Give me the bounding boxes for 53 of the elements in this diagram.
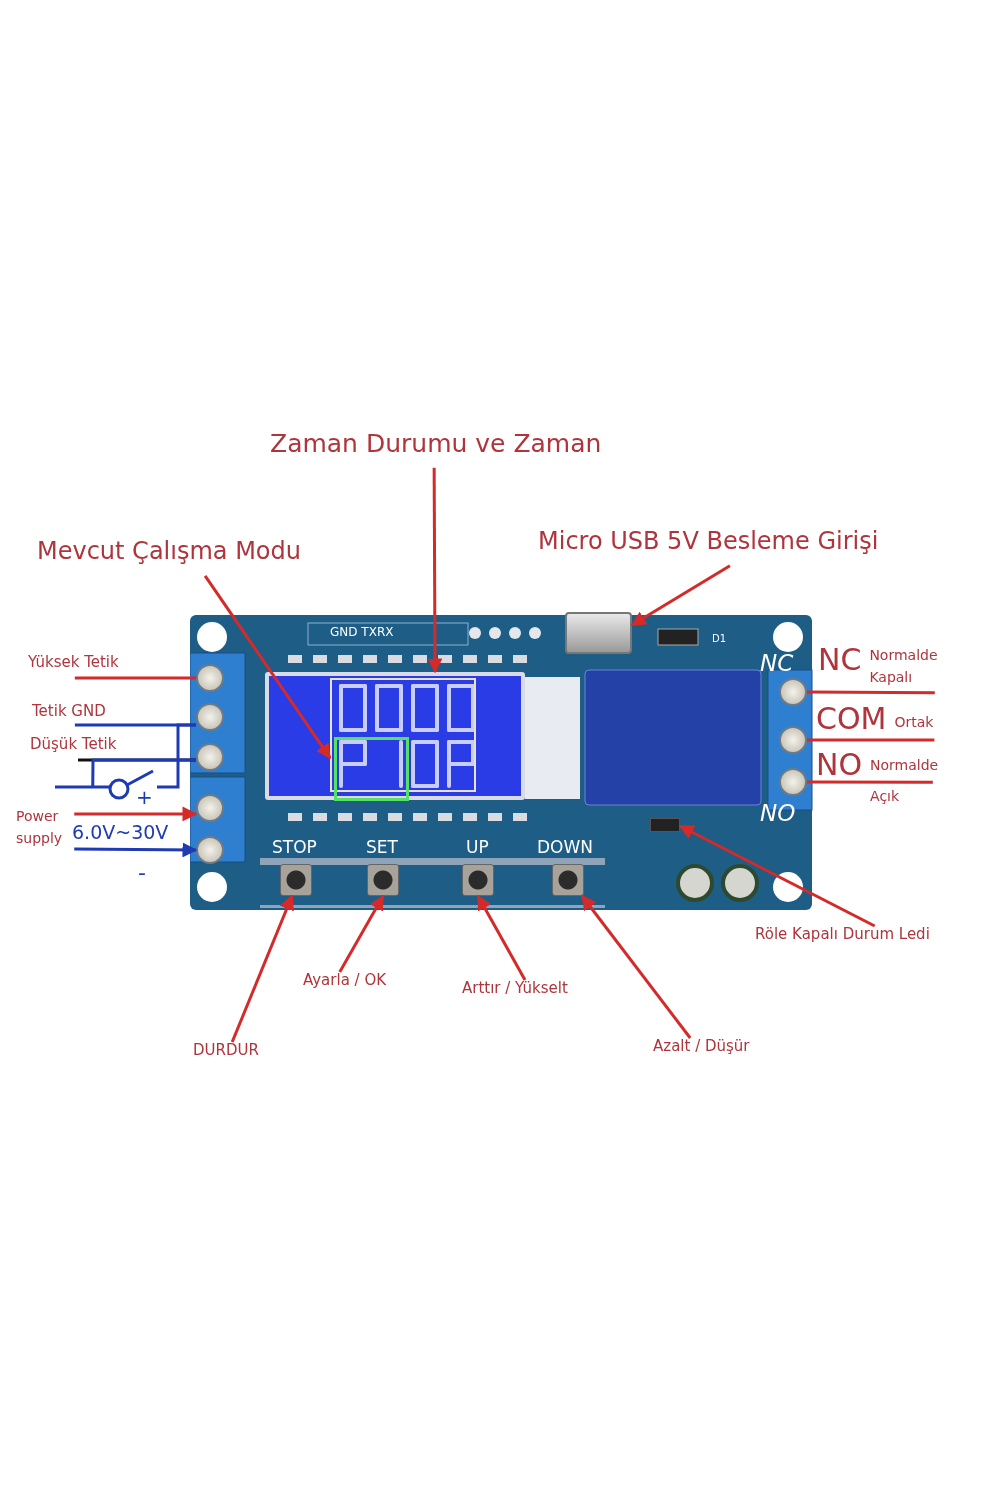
terminal-label: NC (818, 645, 862, 675)
arrow (338, 894, 385, 973)
arrow (580, 894, 692, 1039)
status-led (650, 818, 680, 832)
arrow (427, 467, 443, 674)
callout-label: Ayarla / OK (303, 972, 408, 994)
callout-label: Yüksek Tetik (28, 654, 158, 676)
arrow (74, 806, 198, 822)
polarity-sign: - (138, 860, 147, 882)
board-marking: NC (760, 650, 795, 678)
callout-label: Ortak (894, 713, 935, 732)
terminal-label: COM (816, 704, 887, 734)
push-button (280, 864, 312, 896)
arrow (630, 564, 731, 627)
callout-label: Mevcut Çalışma Modu (37, 538, 332, 574)
arrow (203, 574, 332, 760)
leader-line (807, 690, 935, 695)
board-marking: NO (760, 800, 797, 828)
board-marking: D1 (712, 633, 728, 646)
push-button (462, 864, 494, 896)
polarity-sign: + (136, 786, 154, 808)
button-label: DOWN (537, 838, 594, 859)
callout-label: Micro USB 5V Besleme Girişi (538, 528, 918, 564)
callout-label: Arttır / Yükselt (462, 980, 602, 1002)
arrow (74, 842, 198, 858)
leader-line (807, 738, 935, 742)
arrow (678, 824, 876, 928)
callout-label: Tetik GND (32, 703, 142, 725)
leader-line (74, 676, 196, 680)
leader-line (157, 723, 196, 789)
arrow (476, 894, 527, 981)
button-label: SET (366, 838, 399, 859)
callout-label: DURDUR (193, 1042, 273, 1064)
push-button (552, 864, 584, 896)
usb-port (565, 612, 632, 654)
leader-line (91, 758, 196, 788)
callout-label: Normalde Açık (870, 756, 940, 806)
voltage-label: 6.0V~30V (72, 822, 170, 845)
callout-label: Normalde Kapalı (869, 646, 939, 687)
push-button (367, 864, 399, 896)
power-label: Power supply (16, 806, 72, 850)
mode-indicator-frame (334, 737, 409, 801)
callout-label: Röle Kapalı Durum Ledi (755, 926, 965, 948)
arrow (230, 894, 294, 1043)
board-marking: GND TXRX (330, 626, 395, 641)
lcd-display (265, 672, 525, 800)
button-label: UP (466, 838, 490, 859)
callout-label: Zaman Durumu ve Zaman (270, 430, 605, 466)
leader-line (807, 780, 933, 784)
callout-label: Azalt / Düşür (653, 1038, 773, 1060)
terminal-label: NO (816, 750, 863, 780)
button-label: STOP (272, 838, 318, 859)
callout-label: Düşük Tetik (30, 736, 150, 758)
